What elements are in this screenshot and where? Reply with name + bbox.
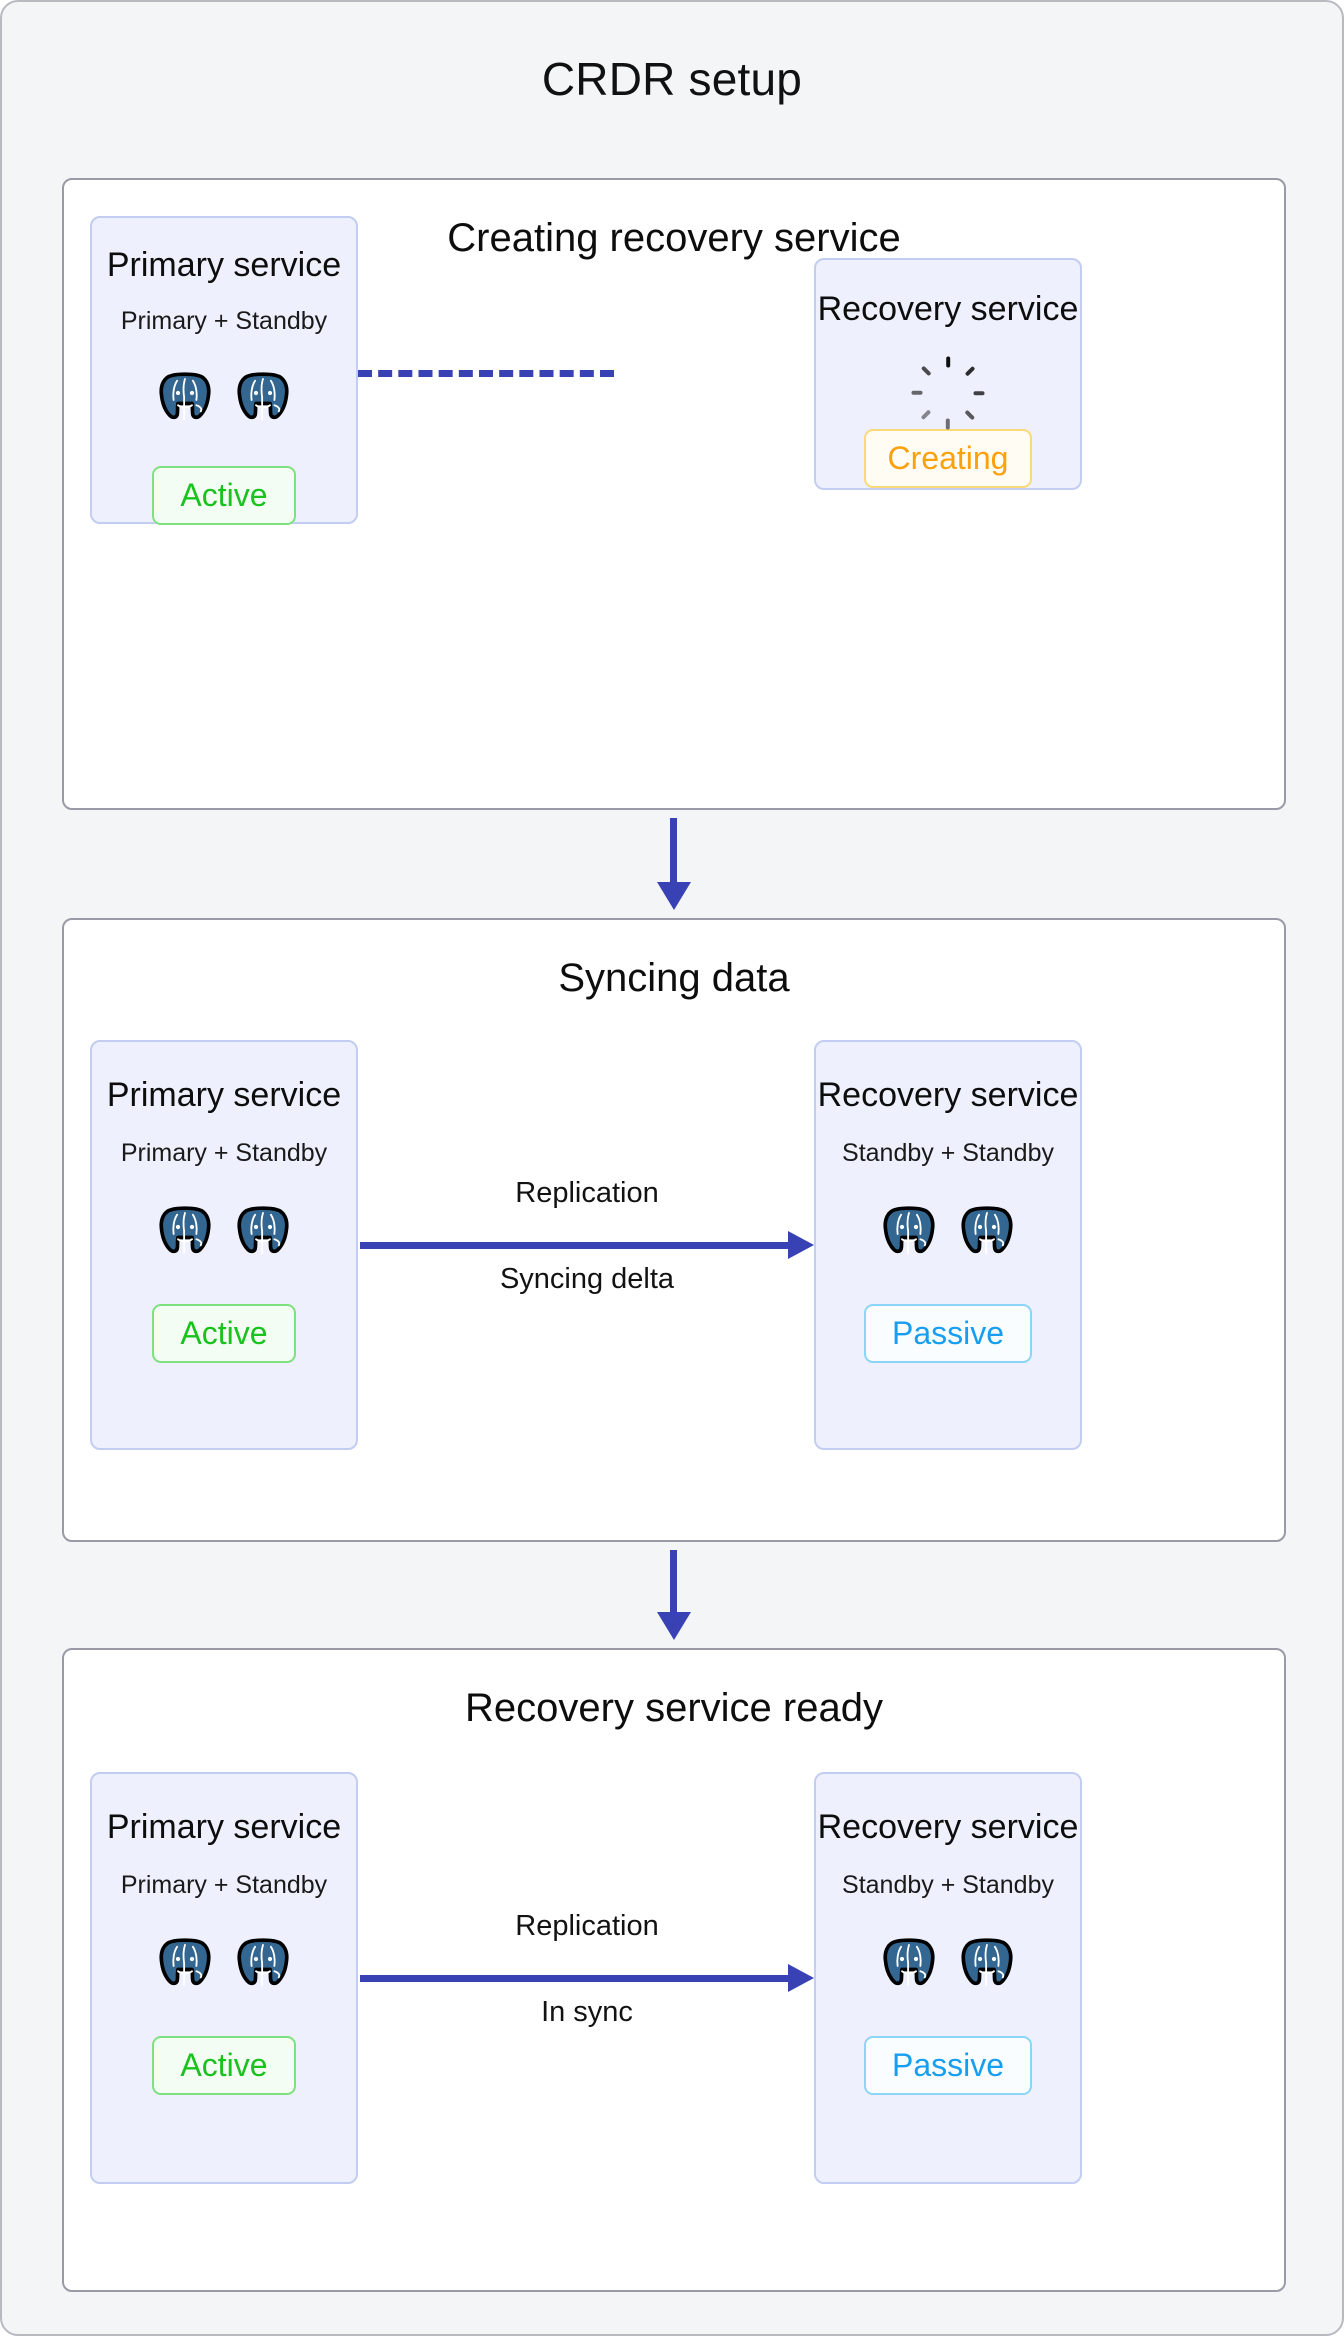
status-badge-active[interactable]: Active [152,466,296,525]
connector-label-bottom: In sync [541,1996,633,2028]
service-name: Recovery service [817,1076,1079,1114]
arrow-down-icon [654,1550,694,1640]
connector-label-bottom: Syncing delta [499,1263,675,1295]
arrow-right-icon: Replication In sync [360,1910,814,2028]
stage-panel-syncing-data: Syncing data Primary service Primary + S… [62,918,1286,1542]
primary-service-box[interactable]: Primary service Primary + Standby [90,216,358,525]
database-node-group [157,1204,291,1264]
status-badge-creating[interactable]: Creating [863,429,1033,488]
database-node-group [881,1204,1015,1264]
service-name: Recovery service [817,1808,1079,1846]
status-badge-active[interactable]: Active [152,1304,296,1363]
service-name: Primary service [106,246,342,284]
stage-title: Recovery service ready [465,1686,883,1730]
status-badge-passive[interactable]: Passive [863,2036,1033,2095]
connector-label-top: Replication [515,1177,659,1209]
database-node-group [157,1936,291,1996]
postgresql-elephant-icon [157,1204,213,1264]
primary-service-box[interactable]: Primary service Primary + Standby [90,1772,358,2184]
arrow-right-icon: Replication Syncing delta [360,1177,814,1295]
postgresql-elephant-icon [235,370,291,430]
arrow-down-icon [654,818,694,910]
service-topology: Primary + Standby [120,307,328,335]
status-badge-passive[interactable]: Passive [863,1304,1033,1363]
postgresql-elephant-icon [157,370,213,430]
postgresql-elephant-icon [959,1204,1015,1264]
service-topology: Primary + Standby [120,1871,328,1899]
postgresql-elephant-icon [157,1936,213,1996]
postgresql-elephant-icon [235,1936,291,1996]
postgresql-elephant-icon [235,1204,291,1264]
loading-spinner-icon [911,355,985,430]
service-name: Recovery service [817,290,1079,328]
stage-panel-creating-recovery-service: Creating recovery service Primary servic… [62,178,1286,810]
status-badge-active[interactable]: Active [152,2036,296,2095]
service-name: Primary service [106,1808,342,1846]
stage-panel-recovery-service-ready: Recovery service ready Primary service P… [62,1648,1286,2292]
recovery-service-box[interactable]: Recovery service Standby + Standby [814,1040,1082,1450]
recovery-service-box[interactable]: Recovery service Creating [814,258,1082,490]
recovery-service-box[interactable]: Recovery service Standby + Standby [814,1772,1082,2184]
connector-label-top: Replication [515,1910,659,1942]
service-topology: Standby + Standby [842,1871,1054,1899]
database-node-group [881,1936,1015,1996]
stage-title: Creating recovery service [447,216,901,260]
service-topology: Standby + Standby [842,1139,1054,1167]
primary-service-box[interactable]: Primary service Primary + Standby [90,1040,358,1450]
postgresql-elephant-icon [881,1204,937,1264]
postgresql-elephant-icon [959,1936,1015,1996]
page-title: CRDR setup [541,53,803,105]
postgresql-elephant-icon [881,1936,937,1996]
service-name: Primary service [106,1076,342,1114]
database-node-group [157,370,291,430]
dashed-connector-icon [358,370,614,377]
service-topology: Primary + Standby [120,1139,328,1167]
stage-title: Syncing data [558,956,790,1000]
